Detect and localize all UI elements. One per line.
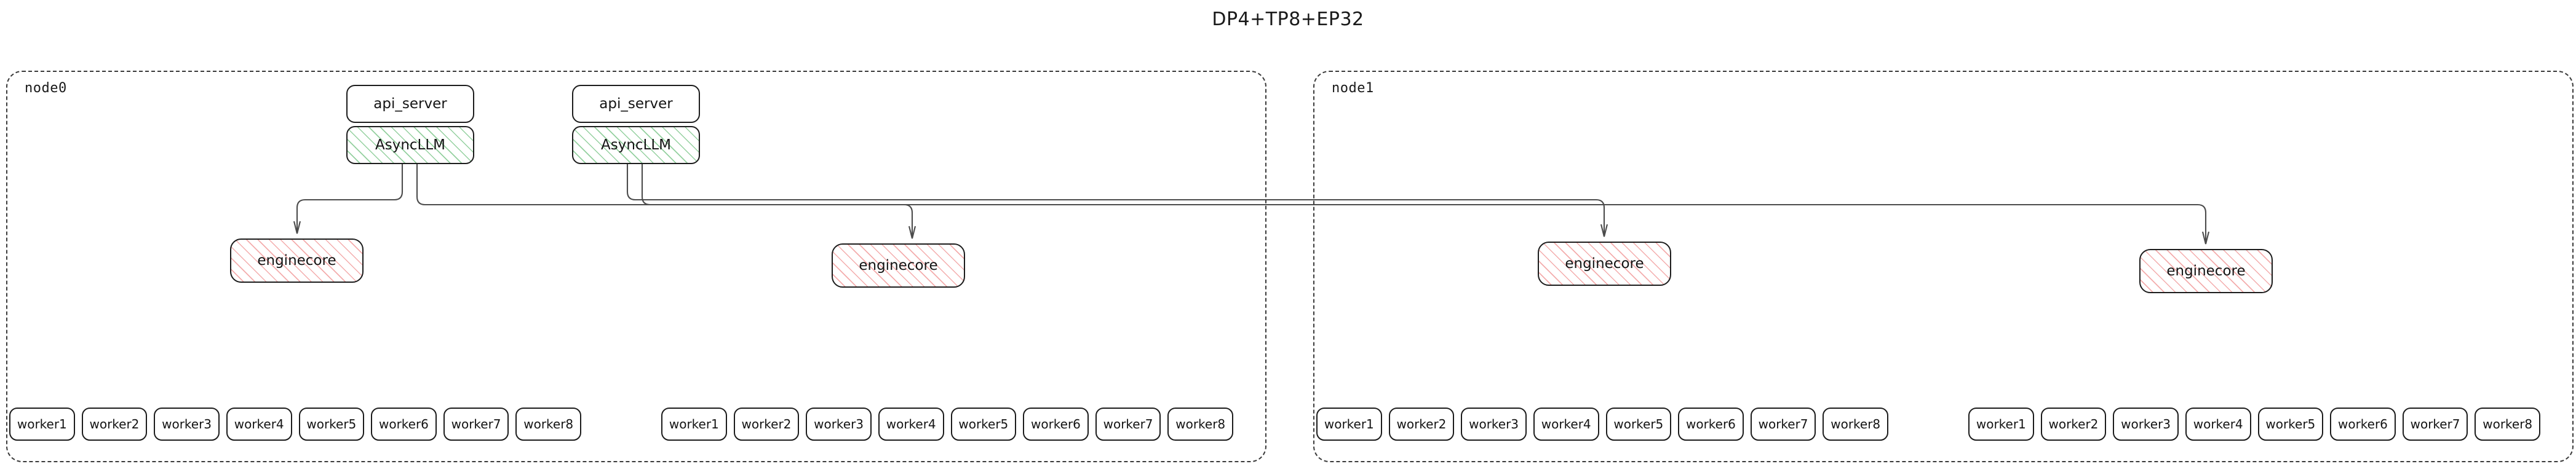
worker-box[interactable]: worker3 (2113, 408, 2179, 441)
enginecore-box[interactable]: enginecore (832, 243, 965, 288)
enginecore-box[interactable]: enginecore (1538, 242, 1671, 286)
worker-box[interactable]: worker6 (1023, 408, 1089, 441)
worker-box[interactable]: worker5 (298, 408, 365, 441)
enginecore-box[interactable]: enginecore (230, 238, 364, 283)
worker-box[interactable]: worker6 (1678, 408, 1744, 441)
worker-box[interactable]: worker7 (1750, 408, 1816, 441)
worker-box[interactable]: worker4 (226, 408, 292, 441)
worker-box[interactable]: worker3 (1461, 408, 1527, 441)
worker-box[interactable]: worker1 (1968, 408, 2034, 441)
worker-box[interactable]: worker8 (1167, 408, 1233, 441)
asyncllm-box[interactable]: AsyncLLM (572, 126, 700, 164)
node-label: node0 (25, 81, 67, 96)
worker-box[interactable]: worker4 (878, 408, 944, 441)
worker-box[interactable]: worker2 (81, 408, 148, 441)
worker-box[interactable]: worker2 (733, 408, 800, 441)
worker-box[interactable]: worker1 (9, 408, 75, 441)
worker-box[interactable]: worker8 (1823, 408, 1888, 441)
api-server-box[interactable]: api_server (346, 85, 474, 123)
node-label: node1 (1332, 81, 1374, 96)
worker-box[interactable]: worker4 (2185, 408, 2251, 441)
worker-box[interactable]: worker3 (806, 408, 872, 441)
worker-box[interactable]: worker1 (1316, 408, 1382, 441)
worker-box[interactable]: worker7 (1095, 408, 1161, 441)
diagram-title: DP4+TP8+EP32 (1212, 9, 1364, 30)
worker-box[interactable]: worker5 (2257, 408, 2324, 441)
worker-box[interactable]: worker2 (1388, 408, 1455, 441)
worker-box[interactable]: worker5 (950, 408, 1017, 441)
node-container: node0 (6, 71, 1266, 462)
worker-box[interactable]: worker6 (2330, 408, 2396, 441)
worker-box[interactable]: worker2 (2040, 408, 2107, 441)
worker-box[interactable]: worker3 (154, 408, 220, 441)
worker-box[interactable]: worker7 (2402, 408, 2468, 441)
worker-box[interactable]: worker8 (515, 408, 581, 441)
enginecore-box[interactable]: enginecore (2139, 249, 2273, 293)
node-container: node1 (1313, 71, 2574, 462)
worker-box[interactable]: worker5 (1605, 408, 1672, 441)
worker-box[interactable]: worker6 (371, 408, 437, 441)
worker-box[interactable]: worker1 (661, 408, 727, 441)
worker-box[interactable]: worker7 (443, 408, 509, 441)
asyncllm-box[interactable]: AsyncLLM (346, 126, 474, 164)
worker-box[interactable]: worker8 (2475, 408, 2540, 441)
api-server-box[interactable]: api_server (572, 85, 700, 123)
worker-box[interactable]: worker4 (1533, 408, 1599, 441)
